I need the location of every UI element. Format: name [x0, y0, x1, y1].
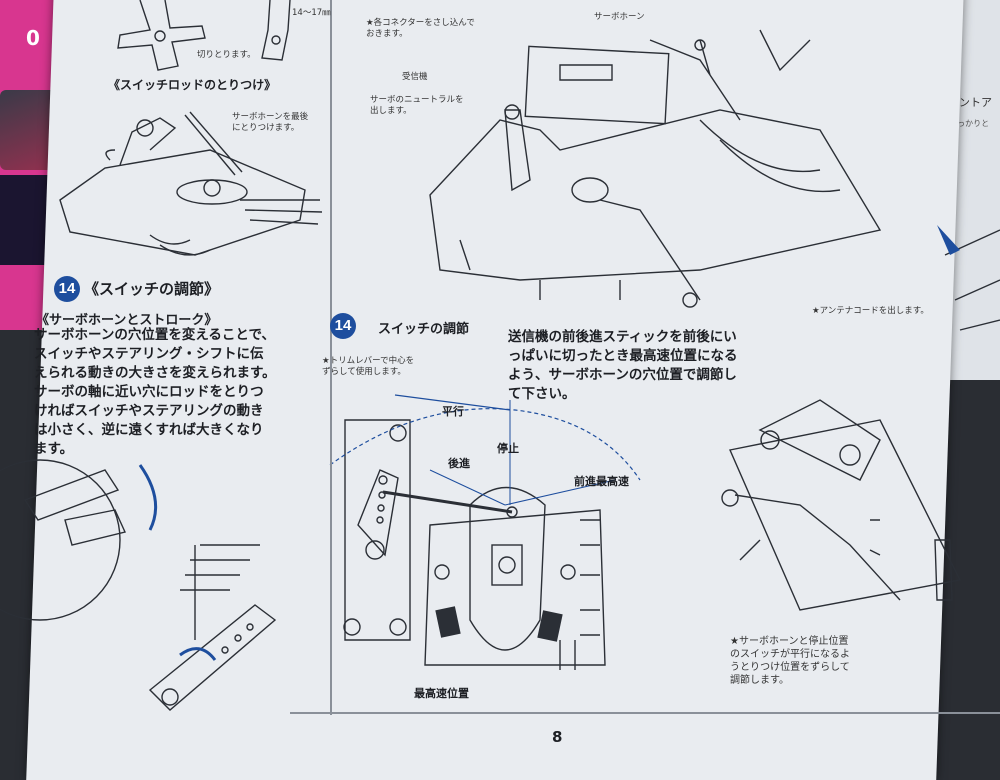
body-line: ます。 [34, 441, 74, 457]
column-divider [330, 0, 332, 715]
switch-rod-caption: 《スイッチロッドのとりつけ》 [108, 78, 277, 92]
body-line: っぱいに切ったとき最高速位置になる [508, 348, 738, 364]
reverse-label: 後進 [448, 457, 470, 470]
note-line: ★サーボホーンと停止位置 [730, 636, 849, 647]
trim-note-line: ずらして使用します。 [322, 367, 406, 377]
body-line: て下さい。 [508, 386, 576, 402]
body-line: サーボホーンの穴位置を変えることで、 [34, 327, 275, 343]
trim-note: ★トリムレバーで中心を ずらして使用します。 [322, 356, 414, 378]
receiver-label: 受信機 [402, 72, 428, 82]
servo-stroke-subtitle: 《サーボホーンとストローク》 [36, 313, 218, 328]
forward-max-label: 前進最高速 [574, 475, 629, 488]
neutral-note: サーボのニュートラルを出します。 [370, 95, 464, 116]
connector-note: ★各コネクターをさし込んでおきます。 [366, 18, 475, 39]
body-line: ければスイッチやステアリングの動き [34, 403, 264, 419]
body-line: 送信機の前後進スティックを前後にい [508, 329, 737, 345]
note-line: うとりつけ位置をずらして [730, 662, 850, 673]
note-line: 調節します。 [730, 675, 789, 686]
section-14-badge-left: 14 [54, 276, 80, 302]
page-bottom-rule [290, 712, 1000, 714]
section-14-title-right: スイッチの調節 [378, 322, 470, 337]
max-speed-position-label: 最高速位置 [414, 687, 469, 700]
body-line: スイッチやステアリング・シフトに伝 [34, 346, 264, 362]
cut-note: 切りとります。 [197, 50, 256, 60]
body-line: えられる動きの大きさを変えられます。 [34, 365, 276, 381]
antenna-note: ★アンテナコードを出します。 [812, 306, 929, 316]
dimension-note: 14～17㎜ [292, 8, 331, 18]
note-line: のスイッチが平行になるよ [730, 649, 850, 660]
servo-stroke-body: サーボホーンの穴位置を変えることで、 スイッチやステアリング・シフトに伝 えられ… [34, 326, 334, 459]
servo-horn-note: サーボホーンを最後にとりつけます。 [232, 112, 309, 133]
trim-note-line: ★トリムレバーで中心を [322, 356, 415, 366]
magazine-number: 0 [26, 26, 40, 50]
parallel-label: 平行 [442, 405, 464, 418]
section-14-title-left: 《スイッチの調節》 [84, 280, 220, 298]
body-line: サーボの軸に近い穴にロッドをとりつ [34, 384, 264, 400]
page-number: 8 [552, 728, 563, 746]
section-14-badge-right: 14 [330, 313, 356, 339]
parallel-adjust-note: ★サーボホーンと停止位置 のスイッチが平行になるよ うとりつけ位置をずらして 調… [730, 635, 850, 687]
switch-adjust-body: 送信機の前後進スティックを前後にい っぱいに切ったとき最高速位置になる よう、サ… [508, 328, 753, 404]
line-art-drawings [138, 225, 1000, 661]
body-line: は小さく、逆に遠くすれば大きくなり [34, 422, 264, 438]
body-line: よう、サーボホーンの穴位置で調節し [508, 367, 737, 383]
servo-horn-label: サーボホーン [594, 12, 645, 22]
stop-label: 停止 [497, 442, 519, 455]
